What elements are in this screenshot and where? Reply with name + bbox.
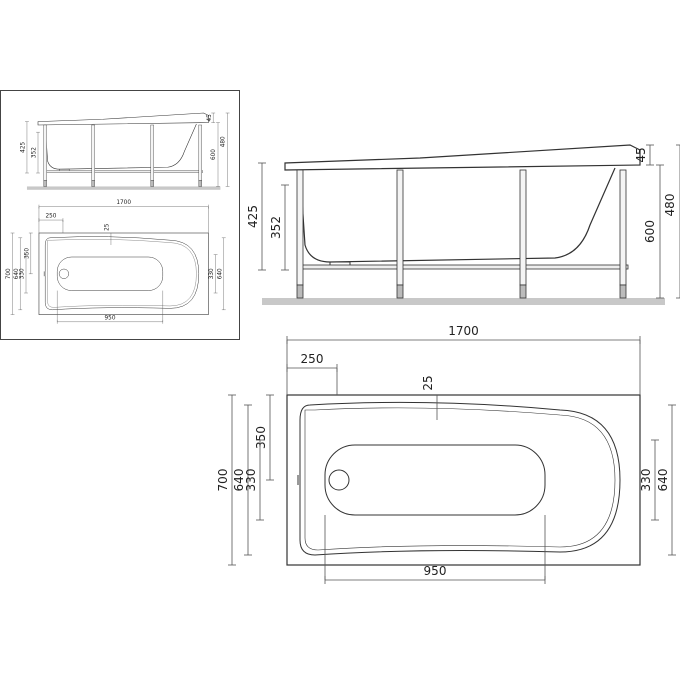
dimension-label-480: 480 <box>663 194 677 217</box>
dimension-label-250: 250 <box>301 352 324 366</box>
dimension-label-45: 45 <box>634 147 648 162</box>
dimension-label-600: 600 <box>211 149 217 160</box>
support-leg <box>296 169 304 286</box>
dimension-label-25: 25 <box>105 223 111 231</box>
leg-foot <box>396 284 404 299</box>
tub-rim <box>37 112 209 126</box>
tub-outline-top <box>38 232 209 315</box>
overflow <box>297 475 301 485</box>
tub-inner-rim <box>44 236 200 311</box>
floor <box>262 298 665 305</box>
leg-foot <box>519 284 527 299</box>
dimension-label-352: 352 <box>269 216 283 239</box>
support-leg <box>619 169 627 286</box>
tub-body <box>44 123 197 170</box>
inset-frame <box>0 90 240 340</box>
support-leg <box>396 169 404 286</box>
tub-inner-rim-2 <box>47 239 197 308</box>
dimension-label-640: 640 <box>217 268 223 279</box>
leg-foot <box>619 284 627 299</box>
drain-hole <box>58 268 69 279</box>
dimension-label-250: 250 <box>45 214 56 220</box>
dimension-label-950: 950 <box>424 564 447 578</box>
dimension-label-700: 700 <box>6 268 12 279</box>
dimension-label-480: 480 <box>221 136 227 147</box>
support-leg <box>519 169 527 286</box>
support-frame <box>44 170 203 173</box>
leg-foot <box>296 284 304 299</box>
dimension-label-1700: 1700 <box>448 324 479 338</box>
tub-rim <box>284 144 641 171</box>
support-leg <box>43 124 47 181</box>
basin-bottom <box>324 444 546 516</box>
leg-foot <box>150 180 154 187</box>
drain-hole <box>328 469 350 491</box>
dimension-label-425: 425 <box>246 205 260 228</box>
leg-foot <box>198 180 202 187</box>
dimension-label-600: 600 <box>643 220 657 243</box>
dimension-label-330: 330 <box>209 268 215 279</box>
basin-bottom <box>56 256 164 291</box>
dimension-label-425: 425 <box>21 141 27 152</box>
support-leg <box>91 124 95 181</box>
dimension-label-950: 950 <box>105 315 116 321</box>
dimension-label-350: 350 <box>24 248 30 259</box>
dimension-label-330: 330 <box>639 469 653 492</box>
dimension-label-352: 352 <box>32 147 38 158</box>
dimension-label-640: 640 <box>656 469 670 492</box>
dimension-label-700: 700 <box>216 469 230 492</box>
dimension-label-45: 45 <box>207 114 213 122</box>
support-leg <box>150 124 154 181</box>
dimension-label-640: 640 <box>14 268 20 279</box>
leg-foot <box>43 180 47 187</box>
dimension-label-1700: 1700 <box>116 200 131 206</box>
floor <box>26 186 221 190</box>
dimension-label-25: 25 <box>421 375 435 390</box>
tub-outline-top <box>286 394 641 566</box>
leg-foot <box>91 180 95 187</box>
support-leg <box>198 124 202 181</box>
tub-body <box>299 167 616 263</box>
dimension-label-330: 330 <box>244 469 258 492</box>
tub-inner-rim-2 <box>304 407 616 551</box>
overflow <box>43 271 46 277</box>
dimension-label-350: 350 <box>254 426 268 449</box>
dimension-label-330: 330 <box>20 268 26 279</box>
dimension-label-640: 640 <box>232 469 246 492</box>
support-frame <box>297 264 629 270</box>
tub-inner-rim <box>299 401 621 556</box>
